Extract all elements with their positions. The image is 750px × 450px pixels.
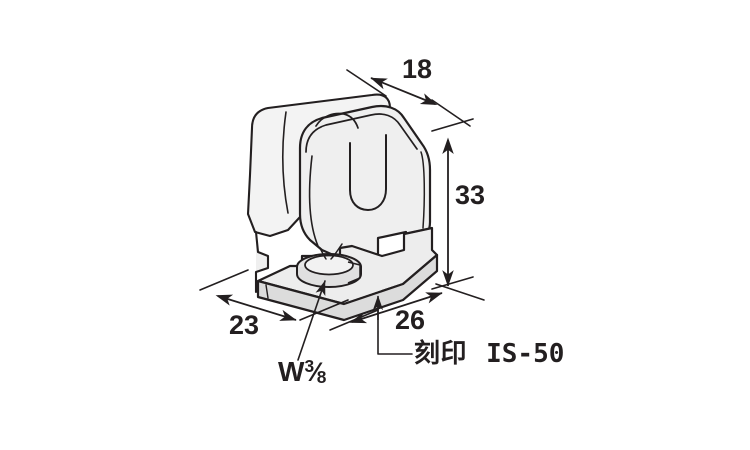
front-face-panel — [298, 104, 432, 264]
thread-numerator: 3 — [304, 356, 315, 376]
stamp-callout-leader — [372, 295, 413, 355]
front-face-left-return — [308, 155, 319, 247]
dimension-label-23: 23 — [229, 310, 260, 340]
dimension-33-group — [431, 118, 474, 290]
front-face-right-return — [420, 151, 426, 229]
rear-wing-fold-line — [282, 111, 289, 214]
thread-slash: ⁄ — [313, 357, 318, 388]
thread-prefix: W — [278, 356, 305, 388]
dimension-23-group — [199, 269, 349, 321]
base-right-notch — [403, 227, 433, 250]
dimension-label-26: 26 — [395, 305, 426, 335]
threaded-hole-ellipse — [304, 254, 354, 276]
stamp-label-text: 刻印 — [414, 339, 468, 369]
thread-leader-line — [297, 280, 326, 361]
dimension-23-extension-right — [299, 299, 349, 321]
saddle-notch — [315, 112, 359, 129]
dimension-18-extension-left — [346, 69, 387, 97]
left-leg — [254, 230, 270, 294]
dimension-33-extension-bottom — [431, 276, 474, 290]
clip-strap-right — [330, 243, 343, 260]
dimension-18-arrow-line — [370, 77, 438, 105]
clip-strap-left — [319, 247, 327, 260]
clip-body-group — [246, 93, 439, 322]
dimension-label-33: 33 — [455, 180, 486, 210]
stamp-marking-callout: 刻印 IS-50 — [414, 341, 564, 367]
thread-callout-leader — [297, 280, 326, 361]
dimension-33-extension-top — [431, 118, 474, 132]
stamp-spacer — [467, 339, 486, 369]
front-face-top-roll — [305, 113, 418, 153]
dimension-26-arrow-line — [349, 292, 443, 324]
stamp-code-text: IS-50 — [486, 339, 565, 369]
dimension-label-18: 18 — [402, 54, 433, 84]
dimension-26-extension-right — [435, 283, 485, 301]
threaded-boss-group — [295, 252, 363, 288]
dimension-26-group — [329, 283, 485, 331]
thread-size-callout: W3⁄8 — [278, 356, 327, 388]
thread-denominator: 8 — [316, 367, 327, 388]
tongue-slot — [349, 134, 387, 211]
dimension-23-arrow-line — [215, 294, 297, 321]
base-rib — [347, 261, 361, 284]
dimension-23-extension-left — [199, 269, 249, 291]
